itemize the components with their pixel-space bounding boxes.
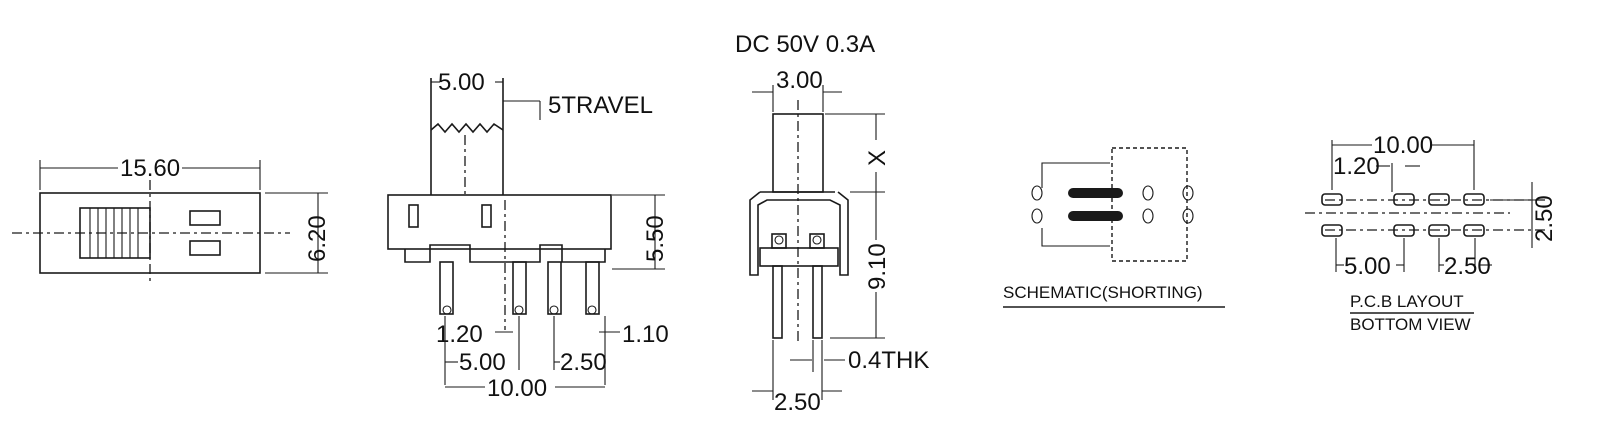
pcb-layout: 10.00 1.20 2.50 5.00 2.50 P.C.B LAYOUT B…: [1305, 132, 1558, 334]
pin-width-dim: 1.10: [622, 321, 669, 348]
pcb-caption-line1: P.C.B LAYOUT: [1350, 292, 1464, 311]
top-width-dim: 6.20: [304, 215, 331, 262]
schematic: SCHEMATIC(SHORTING): [1003, 147, 1225, 308]
pcb-overall-dim: 10.00: [1373, 132, 1433, 159]
front-pitch-b-dim: 2.50: [560, 349, 607, 376]
side-height-dim: 9.10: [864, 243, 891, 290]
front-pitch-a-dim: 5.00: [459, 349, 506, 376]
pin-diameter-dim: 1.20: [436, 321, 483, 348]
top-view: 15.60 6.20: [12, 155, 331, 285]
thickness-dim: 0.4THK: [848, 347, 929, 374]
side-knob-dim: 3.00: [776, 67, 823, 94]
side-pitch-dim: 2.50: [774, 389, 821, 416]
side-x-dim: X: [864, 150, 891, 166]
front-overall-dim: 10.00: [487, 375, 547, 402]
pcb-pad-dim: 1.20: [1333, 153, 1380, 180]
pcb-row-pitch-dim: 2.50: [1531, 195, 1558, 242]
front-knob-dim: 5.00: [438, 69, 485, 96]
top-length-dim: 15.60: [120, 155, 180, 182]
front-height-dim: 5.50: [642, 215, 669, 262]
pcb-pitch-a-dim: 5.00: [1344, 253, 1391, 280]
pcb-caption-line2: BOTTOM VIEW: [1350, 315, 1471, 334]
travel-label: 5TRAVEL: [548, 92, 653, 119]
schematic-caption: SCHEMATIC(SHORTING): [1003, 283, 1203, 302]
front-view: 5.00 5TRAVEL 5.50 1.20 1.10: [387, 69, 669, 402]
rating-label: DC 50V 0.3A: [735, 31, 875, 58]
pcb-pitch-b-dim: 2.50: [1444, 253, 1491, 280]
side-view: 3.00 X 9.10 0.4THK 2.50: [749, 67, 929, 416]
